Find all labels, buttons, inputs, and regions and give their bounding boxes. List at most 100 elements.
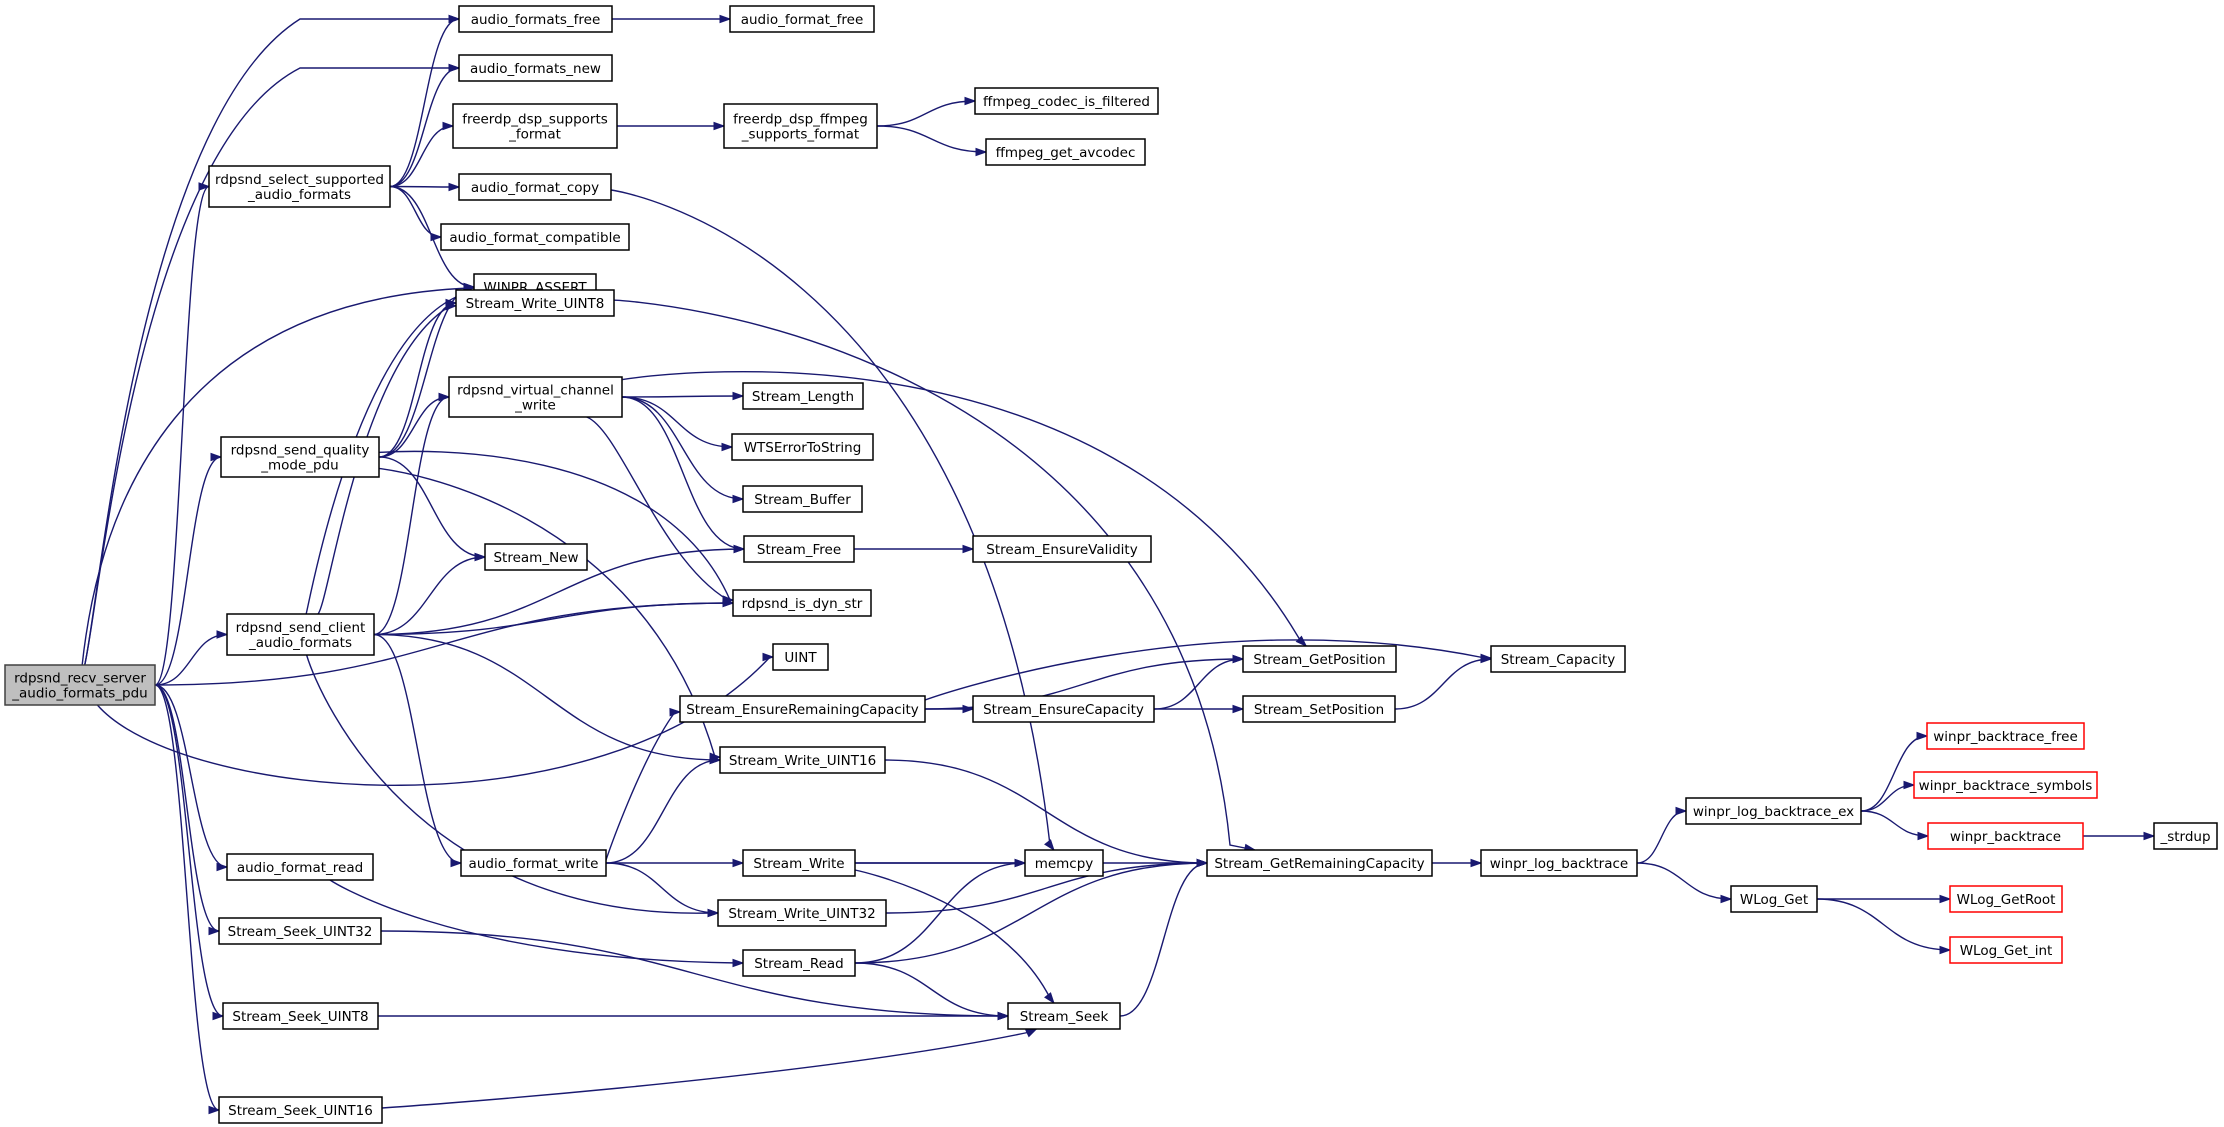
arrowhead <box>1939 945 1952 955</box>
node-label: rdpsnd_recv_server <box>14 671 146 687</box>
function-node-stream-read[interactable]: Stream_Read <box>742 949 856 977</box>
arrowhead <box>719 14 732 24</box>
function-node-dsp-supports[interactable]: freerdp_dsp_supports_format <box>452 103 618 149</box>
function-node-vc-write[interactable]: rdpsnd_virtual_channel_write <box>448 376 623 418</box>
function-node-wts-error[interactable]: WTSErrorToString <box>731 433 874 461</box>
edge-line <box>621 396 733 448</box>
edge-line <box>389 185 475 288</box>
function-node-write-uint32[interactable]: Stream_Write_UINT32 <box>717 899 887 927</box>
arrowhead <box>448 14 461 24</box>
function-node-ensure-validity[interactable]: Stream_EnsureValidity <box>972 535 1152 563</box>
function-node-stream-write[interactable]: Stream_Write <box>742 849 856 877</box>
edge-line <box>154 633 228 686</box>
function-node-seek-uint16[interactable]: Stream_Seek_UINT16 <box>218 1096 383 1124</box>
node-box <box>985 138 1146 166</box>
function-node-get-position[interactable]: Stream_GetPosition <box>1242 645 1397 673</box>
edge-line <box>329 879 743 964</box>
function-node-send-client[interactable]: rdpsnd_send_client_audio_formats <box>226 613 375 656</box>
function-node-formats-free[interactable]: audio_formats_free <box>458 5 613 33</box>
call-edge-remaining_capacity-to-log_bt <box>1432 858 1483 868</box>
function-node-stream-buffer[interactable]: Stream_Buffer <box>742 485 863 513</box>
function-node-format-read[interactable]: audio_format_read <box>226 853 374 881</box>
edge-line <box>876 100 976 127</box>
edge-line <box>84 67 459 666</box>
arrowhead <box>1014 858 1027 868</box>
call-edge-vc_write-to-stream_buffer <box>621 396 745 504</box>
function-node-memcpy[interactable]: memcpy <box>1024 849 1104 877</box>
function-node-format-compatible[interactable]: audio_format_compatible <box>440 223 630 251</box>
function-node-select-supported[interactable]: rdpsnd_select_supported_audio_formats <box>208 165 391 208</box>
edge-line <box>389 185 442 238</box>
arrowhead <box>722 595 735 605</box>
function-node-seek-uint8[interactable]: Stream_Seek_UINT8 <box>222 1002 379 1030</box>
function-node-is-dyn-str[interactable]: rdpsnd_is_dyn_str <box>732 589 872 617</box>
node-box <box>1949 885 2063 913</box>
function-node-stream-seek[interactable]: Stream_Seek <box>1007 1002 1121 1030</box>
edge-line <box>378 456 486 558</box>
edge-line <box>605 711 681 861</box>
function-node-ffmpeg-filtered[interactable]: ffmpeg_codec_is_filtered <box>974 87 1159 115</box>
call-edge-log_bt_ex-to-bt_symbols <box>1860 780 1916 812</box>
node-label: Stream_Buffer <box>754 492 851 508</box>
node-box <box>452 103 618 149</box>
function-node-ensure-capacity[interactable]: Stream_EnsureCapacity <box>972 695 1155 723</box>
function-node-log-bt[interactable]: winpr_log_backtrace <box>1480 849 1638 877</box>
arrowhead <box>463 282 476 292</box>
node-label: winpr_backtrace <box>1950 829 2061 845</box>
function-node-wlog-int[interactable]: WLog_Get_int <box>1949 936 2063 964</box>
function-node-formats-new[interactable]: audio_formats_new <box>458 54 613 82</box>
arrowhead <box>1232 704 1245 714</box>
function-node-bt-free[interactable]: winpr_backtrace_free <box>1926 722 2085 750</box>
node-box <box>440 223 630 251</box>
function-node-set-position[interactable]: Stream_SetPosition <box>1242 695 1396 723</box>
function-node-wlog-root[interactable]: WLog_GetRoot <box>1949 885 2063 913</box>
arrowhead <box>2143 831 2156 841</box>
function-node-ffmpeg-avcodec[interactable]: ffmpeg_get_avcodec <box>985 138 1146 166</box>
function-node-root[interactable]: rdpsnd_recv_server_audio_formats_pdu <box>4 664 156 706</box>
call-edge-send_client-to-write_uint16 <box>373 633 722 765</box>
node-label: Stream_Length <box>752 389 854 405</box>
node-label: audio_format_copy <box>471 180 599 196</box>
arrowhead <box>212 1011 225 1021</box>
node-label: _strdup <box>2159 829 2210 845</box>
edge-line <box>96 656 773 786</box>
edge-line <box>854 869 1055 1004</box>
function-node-format-write[interactable]: audio_format_write <box>460 849 607 877</box>
node-label: ffmpeg_codec_is_filtered <box>983 94 1150 110</box>
node-box <box>742 849 856 877</box>
node-box <box>972 695 1155 723</box>
function-node-wlog-get[interactable]: WLog_Get <box>1730 885 1818 913</box>
function-node-strdup[interactable]: _strdup <box>2153 822 2218 850</box>
call-edge-send_client-to-stream_new <box>373 552 487 636</box>
function-node-write-uint16[interactable]: Stream_Write_UINT16 <box>719 746 886 774</box>
function-node-uint[interactable]: UINT <box>772 643 829 671</box>
function-node-log-bt-ex[interactable]: winpr_log_backtrace_ex <box>1685 797 1862 825</box>
function-node-format-copy[interactable]: audio_format_copy <box>458 173 612 201</box>
node-box <box>772 643 829 671</box>
node-box <box>1927 822 2084 850</box>
function-node-capacity[interactable]: Stream_Capacity <box>1490 645 1626 673</box>
node-box <box>1242 645 1397 673</box>
node-label: _supports_format <box>741 127 859 143</box>
function-node-write-uint8[interactable]: Stream_Write_UINT8 <box>455 289 615 317</box>
node-label: WLog_Get <box>1740 892 1808 908</box>
function-node-stream-free[interactable]: Stream_Free <box>743 535 855 563</box>
arrowhead <box>669 707 682 717</box>
function-node-remaining-capacity[interactable]: Stream_GetRemainingCapacity <box>1206 849 1433 877</box>
function-node-bt-symbols[interactable]: winpr_backtrace_symbols <box>1913 771 2098 799</box>
function-node-format-free[interactable]: audio_format_free <box>729 5 875 33</box>
function-node-send-quality[interactable]: rdpsnd_send_quality_mode_pdu <box>220 436 380 478</box>
function-node-backtrace[interactable]: winpr_backtrace <box>1927 822 2084 850</box>
arrowhead <box>713 121 726 131</box>
call-edge-ensure_remaining-to-capacity <box>924 639 1493 701</box>
node-box <box>717 899 887 927</box>
function-node-stream-new[interactable]: Stream_New <box>484 543 588 571</box>
function-node-ensure-remaining[interactable]: Stream_EnsureRemainingCapacity <box>679 695 926 723</box>
edge-line <box>1636 810 1687 864</box>
function-node-dsp-ffmpeg[interactable]: freerdp_dsp_ffmpeg_supports_format <box>723 103 878 149</box>
function-node-seek-uint32[interactable]: Stream_Seek_UINT32 <box>218 917 382 945</box>
node-box <box>448 376 623 418</box>
edge-line <box>621 395 744 398</box>
function-node-stream-length[interactable]: Stream_Length <box>742 382 864 410</box>
call-edge-log_bt_ex-to-backtrace <box>1860 810 1930 841</box>
